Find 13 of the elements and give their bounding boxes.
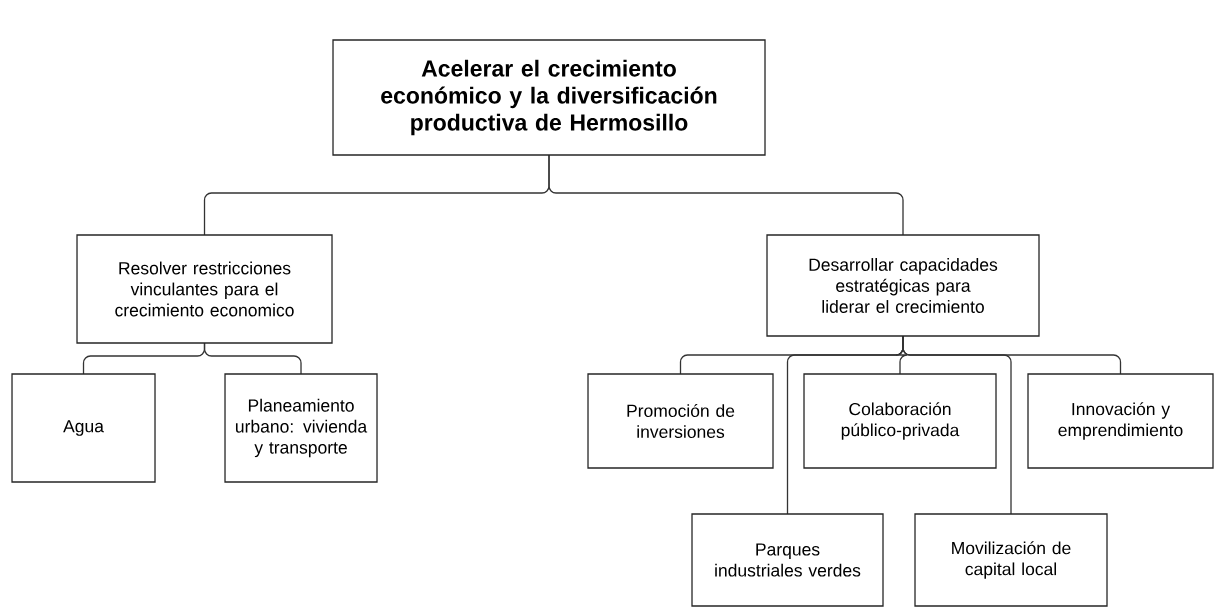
text-box: Movilización de capital local (914, 513, 1108, 607)
connector-line (902, 335, 1012, 515)
text-box: Desarrollar capacidades estratégicas para liderar el crecimiento (766, 234, 1040, 337)
text-box: Acelerar el crecimiento económico y la diversificación productiva de Hermosillo (332, 39, 766, 156)
text-box: Promoción de inversiones (587, 373, 774, 469)
text-box: Resolver restricciones vinculantes para el crecimiento economico (76, 234, 333, 344)
text-box: Agua (11, 373, 156, 483)
connector-line (548, 154, 904, 236)
connector-line (203, 342, 302, 375)
text-box: Parques industriales verdes (691, 513, 884, 607)
text-box: Colaboración público-privada (803, 373, 997, 469)
text-box: Innovación y emprendimiento (1027, 373, 1214, 469)
text-box: Planeamiento urbano: vivienda y transporte (224, 373, 378, 483)
